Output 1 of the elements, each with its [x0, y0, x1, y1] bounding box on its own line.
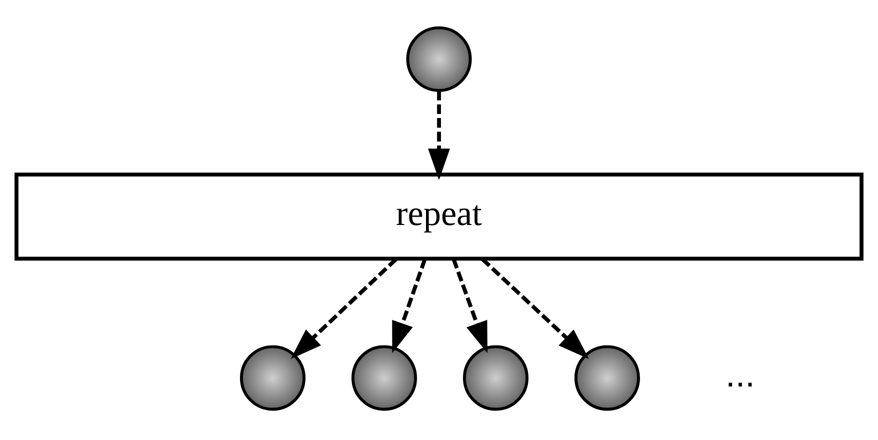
label: ...	[726, 355, 755, 394]
